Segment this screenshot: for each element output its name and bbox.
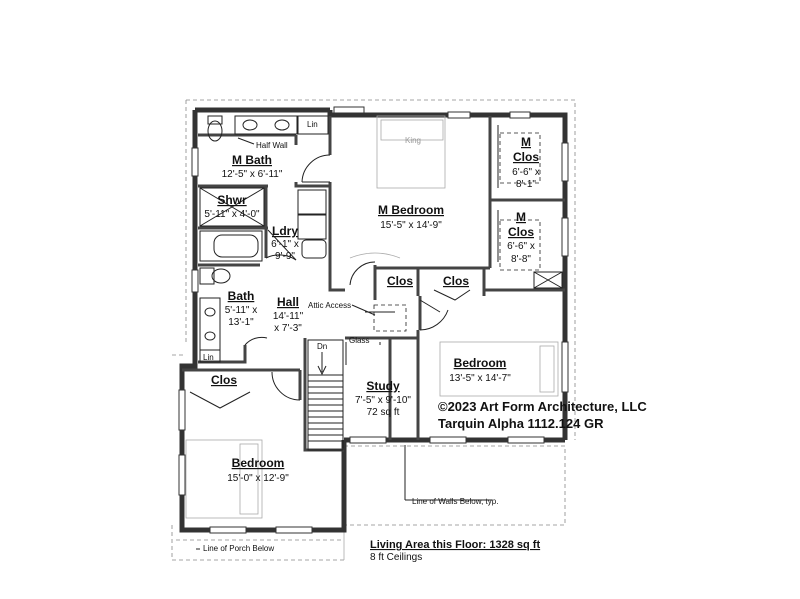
king-label: King [405,136,421,145]
line-of-porch-label: Line of Porch Below [203,544,274,553]
m-bedroom-dims: 15'-5" x 14'-9" [380,220,442,231]
hall-dims-1: 14'-11" [273,311,304,322]
ldry-name: Ldry [272,224,298,238]
bath-dims-1: 5'-11" x [225,305,258,316]
study-area: 72 sq ft [367,407,400,418]
clos-b-name: Clos [443,274,469,288]
m-bath-name: M Bath [232,153,272,167]
m-clos-1-name-1: M [521,135,531,149]
shwr-name: Shwr [217,193,247,207]
m-clos-1-name-2: Clos [513,150,539,164]
glass-label: Glass [349,336,369,345]
copyright-line-1: ©2023 Art Form Architecture, LLC [438,399,647,414]
fixtures [199,115,563,363]
ceilings: 8 ft Ceilings [370,552,422,563]
m-clos-2-name-1: M [516,210,526,224]
ghost-furniture [185,115,559,519]
lin-bottom-label: Lin [203,353,214,362]
attic-access-label: Attic Access [308,301,351,310]
doors [189,125,499,409]
m-bath-dims: 12'-5" x 6'-11" [222,169,283,180]
clos-c-name: Clos [211,373,237,387]
half-wall-label: Half Wall [256,141,288,150]
interior-walls [182,116,565,452]
study-name: Study [366,379,400,393]
m-bedroom-name: M Bedroom [378,203,444,217]
m-clos-2-dims-1: 6'-6" x [507,241,535,252]
room-labels: M Bath 12'-5" x 6'-11" Shwr 5'-11" x 4'-… [204,135,539,484]
clos-a-name: Clos [387,274,413,288]
lin-top-label: Lin [307,120,318,129]
stairs [307,339,344,451]
m-clos-1-dims-1: 6'-6" x [512,167,540,178]
m-clos-1-dims-2: 8'-1" [516,179,536,190]
footer-block: Living Area this Floor: 1328 sq ft 8 ft … [370,539,540,563]
line-of-walls-label: Line of Walls Below, typ. [412,497,498,506]
bath-dims-2: 13'-1" [228,317,254,328]
bedroom-left-name: Bedroom [232,456,285,470]
m-clos-2-name-2: Clos [508,225,534,239]
dn-label: Dn [317,342,327,351]
living-area: Living Area this Floor: 1328 sq ft [370,539,540,551]
bedroom-right-dims: 13'-5" x 14'-7" [449,373,511,384]
shwr-dims: 5'-11" x 4'-0" [204,209,260,220]
leader-lines [196,137,492,550]
hall-dims-2: x 7'-3" [274,323,302,334]
copyright-block: ©2023 Art Form Architecture, LLC Tarquin… [438,399,647,431]
annotations: Half Wall Lin Lin King Attic Access Glas… [203,120,498,553]
copyright-line-2: Tarquin Alpha 1112.124 GR [438,416,604,431]
bath-name: Bath [228,289,255,303]
ldry-dims-2: 9'-9" [275,251,295,262]
windows [178,106,569,534]
bedroom-right-name: Bedroom [454,356,507,370]
ldry-dims-1: 6'-1" x [271,239,299,250]
hall-name: Hall [277,295,299,309]
bedroom-left-dims: 15'-0" x 12'-9" [227,473,289,484]
m-clos-2-dims-2: 8'-8" [511,254,531,265]
study-dims: 7'-5" x 9'-10" [355,395,411,406]
